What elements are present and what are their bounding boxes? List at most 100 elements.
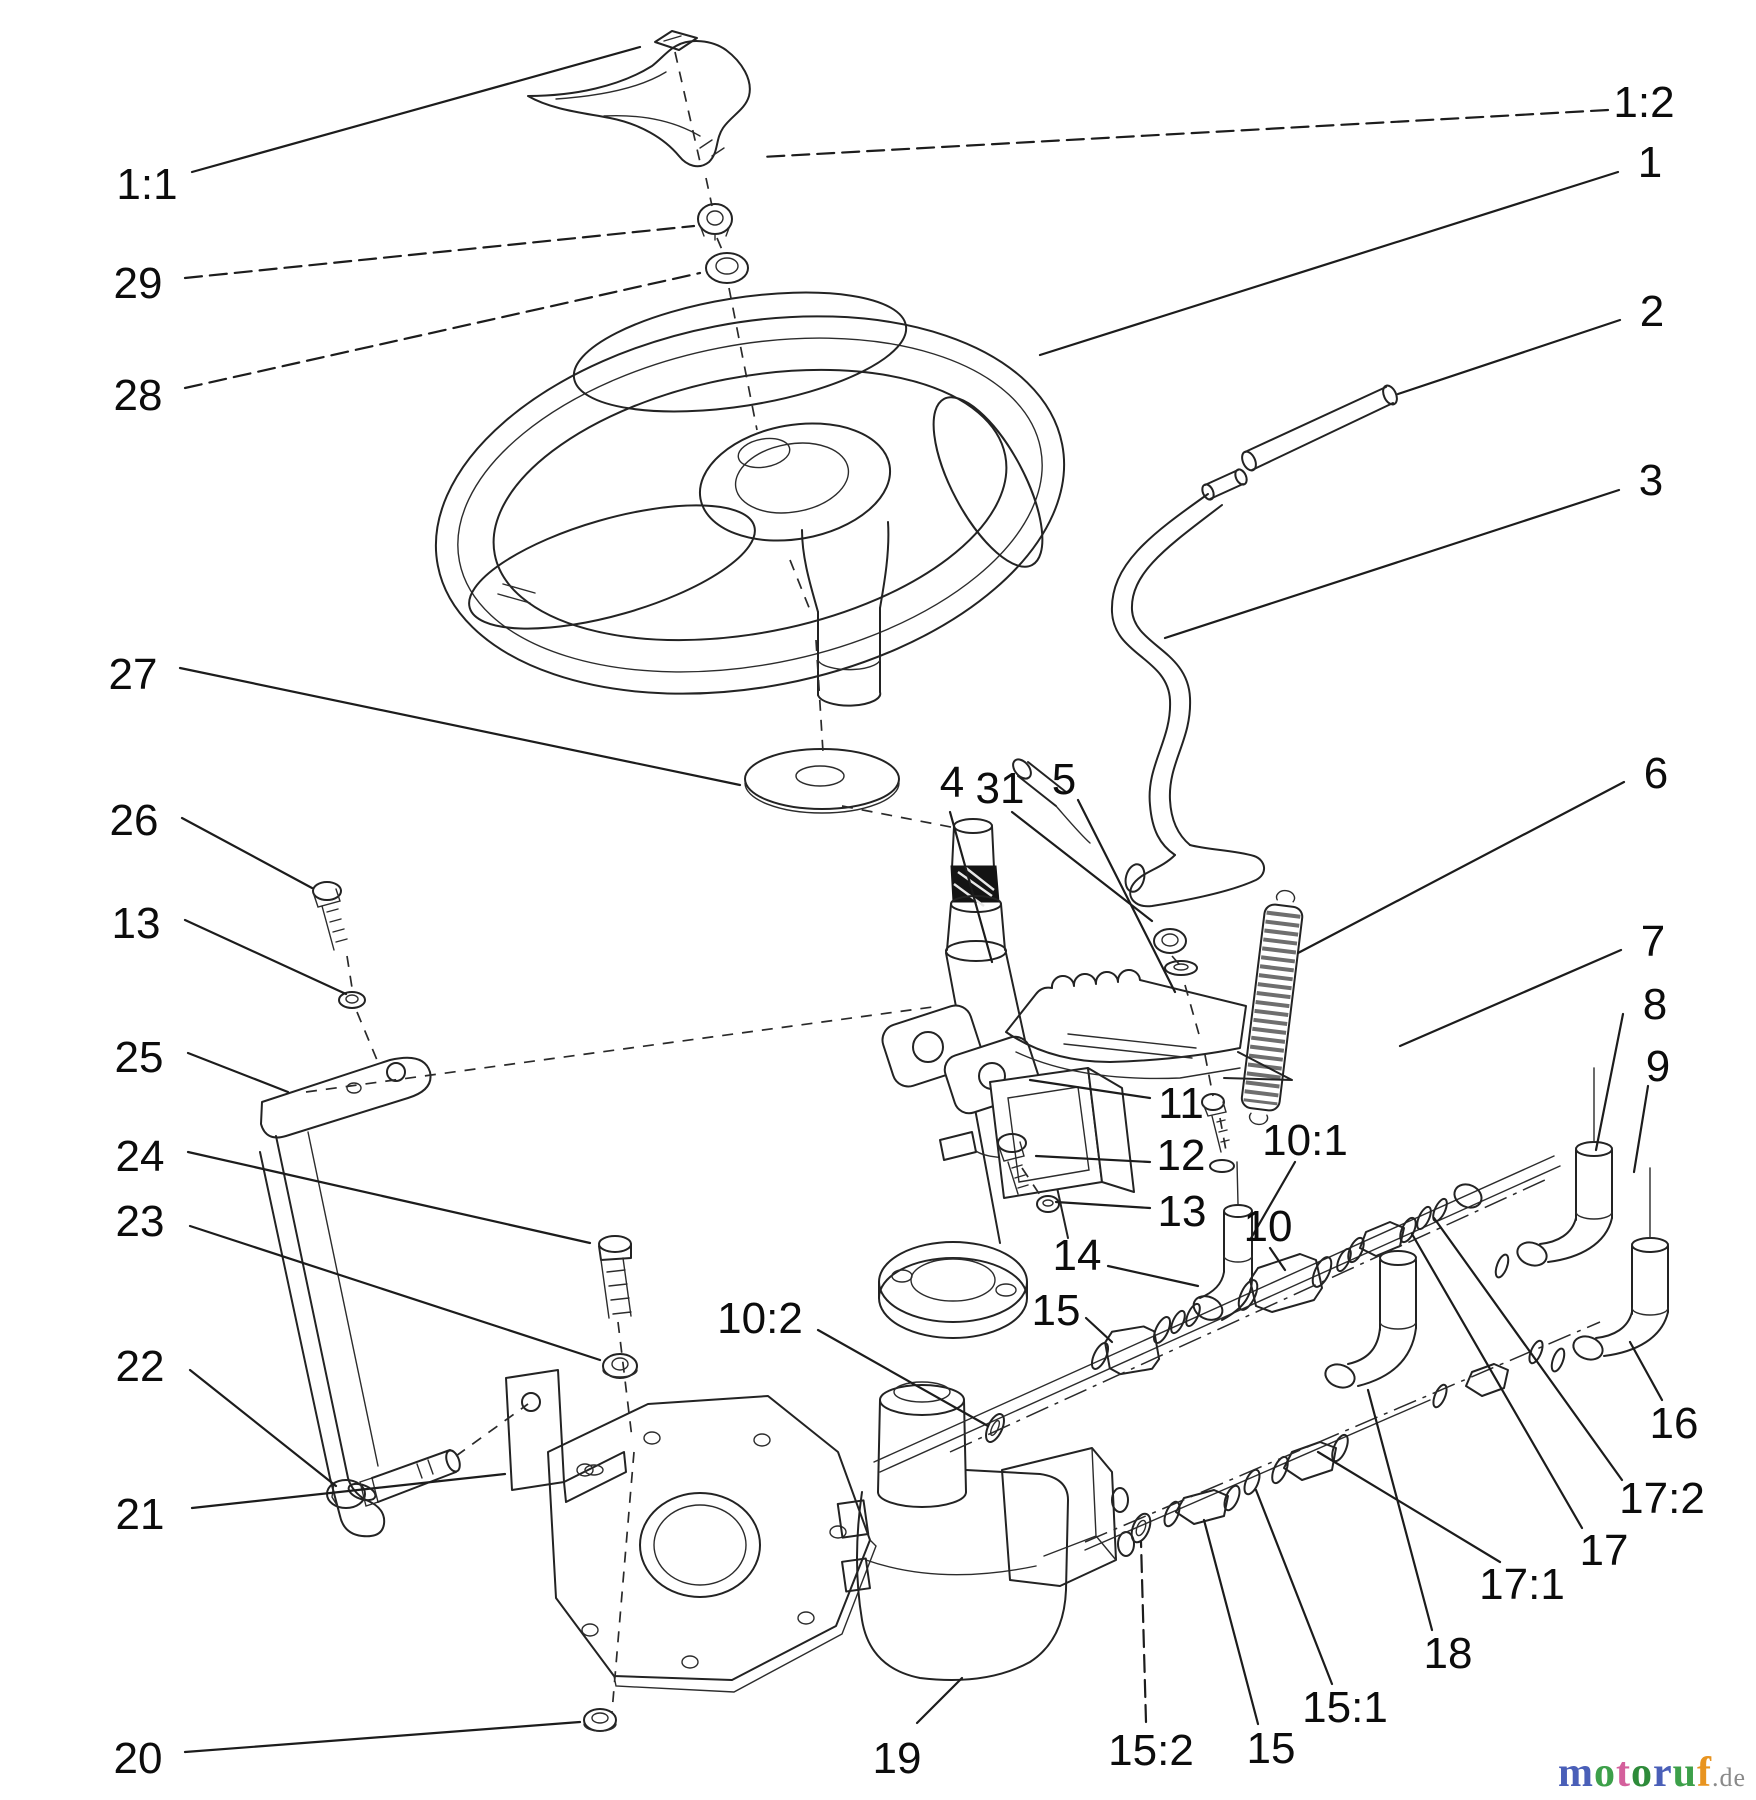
leader-line-2 [1396, 318, 1622, 396]
assembly-axis-line [305, 1005, 941, 1093]
leader-line-28 [183, 271, 702, 390]
leader-line-26 [180, 816, 314, 890]
leader-lines [178, 45, 1664, 1754]
leader-line-6 [1296, 780, 1626, 955]
part-label-15B: 15 [1247, 1724, 1296, 1773]
part-label-22: 22 [116, 1342, 165, 1391]
leader-line-19 [915, 1676, 964, 1725]
leader-line-24 [186, 1150, 592, 1245]
part-label-24: 24 [116, 1132, 165, 1181]
washer-28 [705, 252, 749, 284]
leader-line-10-1 [1248, 1160, 1297, 1242]
assembly-axis-line [716, 237, 724, 253]
leader-line-31 [1010, 810, 1154, 923]
watermark-motoruf: motoruf.de [1558, 1752, 1746, 1794]
part-label-1-1: 1:1 [116, 160, 177, 209]
leader-line-1-2 [760, 108, 1610, 159]
part-label-8: 8 [1643, 980, 1667, 1029]
part-label-1-2: 1:2 [1613, 78, 1674, 127]
part-label-17-1: 17:1 [1479, 1560, 1565, 1609]
steering-wheel [434, 291, 1066, 707]
part-label-15M: 15 [1032, 1286, 1081, 1335]
fitting-row-centerline [1084, 1321, 1601, 1543]
part-label-6: 6 [1644, 749, 1668, 798]
assembly-axis-line [1184, 984, 1201, 1039]
mounting-plate [547, 1395, 877, 1693]
part-label-29: 29 [114, 259, 163, 308]
leader-line-29 [183, 224, 696, 280]
flat-washer-27 [744, 748, 900, 814]
leader-line-15M [1084, 1316, 1114, 1344]
assembly-axis-line [674, 51, 701, 163]
leader-line-23 [188, 1224, 602, 1362]
leader-line-20 [183, 1720, 582, 1754]
part-label-17-2: 17:2 [1619, 1474, 1705, 1523]
part-label-11: 11 [1158, 1079, 1204, 1128]
hydraulic-line-lower [1084, 1339, 1544, 1551]
part-label-21: 21 [116, 1490, 165, 1539]
leader-line-17 [1410, 1232, 1584, 1530]
leader-line-8 [1594, 1012, 1625, 1152]
leader-line-3 [1163, 488, 1621, 640]
assembly-axis-line [356, 1011, 378, 1061]
cap-emblem [654, 30, 698, 51]
leader-line-15B [1202, 1518, 1260, 1726]
part-label-18: 18 [1424, 1629, 1473, 1678]
part-label-23: 23 [116, 1197, 165, 1246]
elbow-fitting-8 [1494, 1067, 1613, 1279]
part-label-2: 2 [1640, 287, 1664, 336]
assembly-axis-line [617, 1321, 633, 1439]
leader-line-15-2 [1139, 1540, 1148, 1724]
part-label-12: 12 [1157, 1131, 1206, 1180]
part-label-10-1: 10:1 [1262, 1116, 1348, 1165]
hex-bolt-26 [312, 881, 348, 951]
part-label-10-2: 10:2 [717, 1294, 803, 1343]
flange-nut-13-column [1036, 1195, 1060, 1213]
hydraulic-line-upper [873, 1155, 1561, 1473]
lock-nut-29 [697, 203, 733, 241]
part-label-27: 27 [109, 650, 158, 699]
part-label-1: 1 [1638, 138, 1662, 187]
assembly-axis-line [728, 287, 758, 431]
assembly-axis-line [789, 559, 813, 616]
part-label-20: 20 [114, 1734, 163, 1783]
watermark-letter: r [1652, 1750, 1673, 1796]
part-label-26: 26 [110, 796, 159, 845]
leader-line-13L [183, 918, 348, 996]
axis-lines [305, 51, 1601, 1713]
screw-12 [997, 1133, 1029, 1195]
assembly-axis-line [611, 1451, 635, 1713]
flange-nut-23 [602, 1353, 638, 1379]
leader-line-11 [1028, 1078, 1152, 1100]
leader-line-10 [1268, 1246, 1287, 1272]
flange-nut-20 [583, 1708, 617, 1732]
leader-line-1-1 [190, 45, 642, 174]
leader-line-15-1 [1254, 1488, 1334, 1686]
assembly-axis-line [455, 1403, 529, 1457]
part-label-3: 3 [1639, 456, 1663, 505]
part-label-28: 28 [114, 371, 163, 420]
leader-line-21 [190, 1472, 507, 1510]
leader-line-17-2 [1432, 1216, 1624, 1482]
washer-13-left [338, 991, 366, 1009]
tilt-lever [1012, 493, 1265, 908]
leader-line-27 [178, 666, 742, 787]
assembly-axis-line [1219, 1117, 1228, 1157]
leader-line-7 [1398, 948, 1623, 1048]
shoulder-bolt-22 [326, 1449, 461, 1509]
part-label-31: 31 [976, 764, 1025, 813]
handle-grip [1201, 384, 1398, 501]
pivot-bolt-clip [1201, 1093, 1235, 1173]
assembly-axis-line [1171, 955, 1180, 965]
leader-line-12 [1034, 1154, 1152, 1164]
assembly-axis-line [1021, 1167, 1043, 1199]
part-label-15-2: 15:2 [1108, 1726, 1194, 1775]
assembly-axis-line [705, 177, 713, 207]
steering-wheel-cap [527, 40, 751, 168]
leader-line-16 [1628, 1340, 1664, 1402]
part-label-25: 25 [115, 1033, 164, 1082]
part-label-19: 19 [873, 1734, 922, 1783]
